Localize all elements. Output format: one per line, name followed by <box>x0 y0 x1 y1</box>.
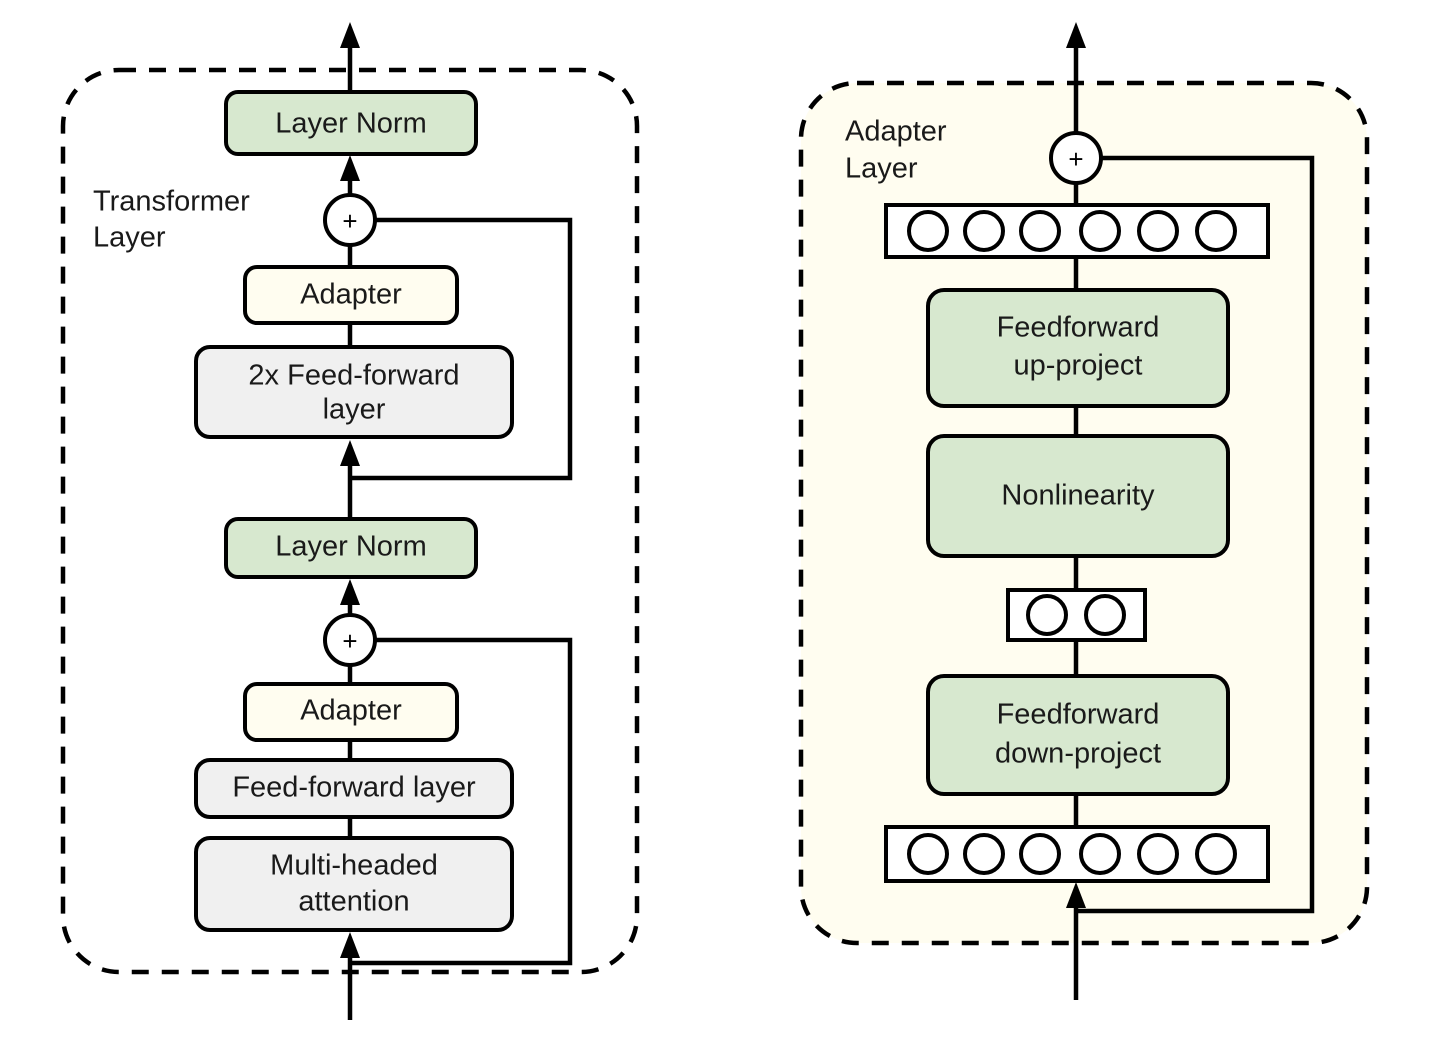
arrowhead-input-to-mha <box>340 932 360 958</box>
residual-skip-path-top <box>350 217 573 481</box>
transformer-output-arrowhead <box>340 22 360 48</box>
node-layer-norm-top[interactable] <box>224 90 478 156</box>
node-layer-norm-mid-label: Layer Norm <box>275 531 427 563</box>
input-unit-row[interactable] <box>884 825 1270 883</box>
node-multi-headed-attention-label-line2: attention <box>298 886 409 918</box>
add-node-bottom-label: + <box>342 626 357 656</box>
node-feed-forward-2x-label-line1: 2x Feed-forward <box>248 360 459 392</box>
node-multi-headed-attention[interactable] <box>194 836 514 932</box>
transformer-layer-label-line1: Transformer <box>93 186 250 218</box>
node-feedforward-up-project[interactable] <box>926 288 1230 408</box>
transformer-layer-panel: Transformer Layer Layer Norm + Adapter <box>60 22 640 1020</box>
bottleneck-unit-row[interactable] <box>1006 588 1147 642</box>
node-feed-forward-layer-label: Feed-forward layer <box>232 772 476 804</box>
node-adapter-bottom-label: Adapter <box>300 695 402 727</box>
input-unit-4 <box>1079 833 1121 875</box>
input-unit-2 <box>963 833 1005 875</box>
residual-skip-path-bottom <box>350 637 573 966</box>
bottleneck-unit-1 <box>1026 594 1068 636</box>
node-nonlinearity-label: Nonlinearity <box>1001 480 1155 512</box>
node-feedforward-down-project-label-line1: Feedforward <box>997 699 1160 731</box>
node-layer-norm-top-label: Layer Norm <box>275 108 427 140</box>
output-unit-6 <box>1195 210 1237 252</box>
node-feedforward-down-project-label-line2: down-project <box>995 738 1161 770</box>
output-unit-2 <box>963 210 1005 252</box>
arrowhead-add-top-to-layer-norm <box>340 155 360 181</box>
node-feed-forward-2x-label-line2: layer <box>323 394 386 426</box>
arrowhead-junction-to-ff2x <box>340 440 360 466</box>
input-unit-5 <box>1137 833 1179 875</box>
output-unit-3 <box>1019 210 1061 252</box>
node-feedforward-up-project-label-line1: Feedforward <box>997 312 1160 344</box>
add-node-top-label: + <box>342 206 357 236</box>
adapter-residual-skip-path <box>1076 155 1315 914</box>
output-unit-row[interactable] <box>884 203 1270 259</box>
output-unit-5 <box>1137 210 1179 252</box>
node-layer-norm-mid[interactable] <box>224 517 478 579</box>
adapter-add-node-label: + <box>1068 144 1083 174</box>
input-unit-3 <box>1019 833 1061 875</box>
adapter-layer-panel: Adapter Layer + <box>798 22 1370 1000</box>
node-feed-forward-2x[interactable] <box>194 345 514 439</box>
node-feedforward-down-project[interactable] <box>926 674 1230 796</box>
output-unit-4 <box>1079 210 1121 252</box>
input-unit-1 <box>907 833 949 875</box>
adapter-layer-label-line1: Adapter <box>845 116 947 148</box>
bottleneck-unit-2 <box>1084 594 1126 636</box>
transformer-layer-label-line2: Layer <box>93 222 166 254</box>
node-feedforward-up-project-label-line2: up-project <box>1014 350 1143 382</box>
input-unit-6 <box>1195 833 1237 875</box>
output-unit-1 <box>907 210 949 252</box>
adapter-layer-label-line2: Layer <box>845 153 918 185</box>
node-multi-headed-attention-label-line1: Multi-headed <box>270 850 438 882</box>
node-feed-forward-layer[interactable] <box>194 758 514 819</box>
adapter-output-arrowhead <box>1066 22 1086 48</box>
arrowhead-add-bottom-to-layer-norm-mid <box>340 579 360 605</box>
arrowhead-adapter-input <box>1066 882 1086 908</box>
node-adapter-top-label: Adapter <box>300 279 402 311</box>
